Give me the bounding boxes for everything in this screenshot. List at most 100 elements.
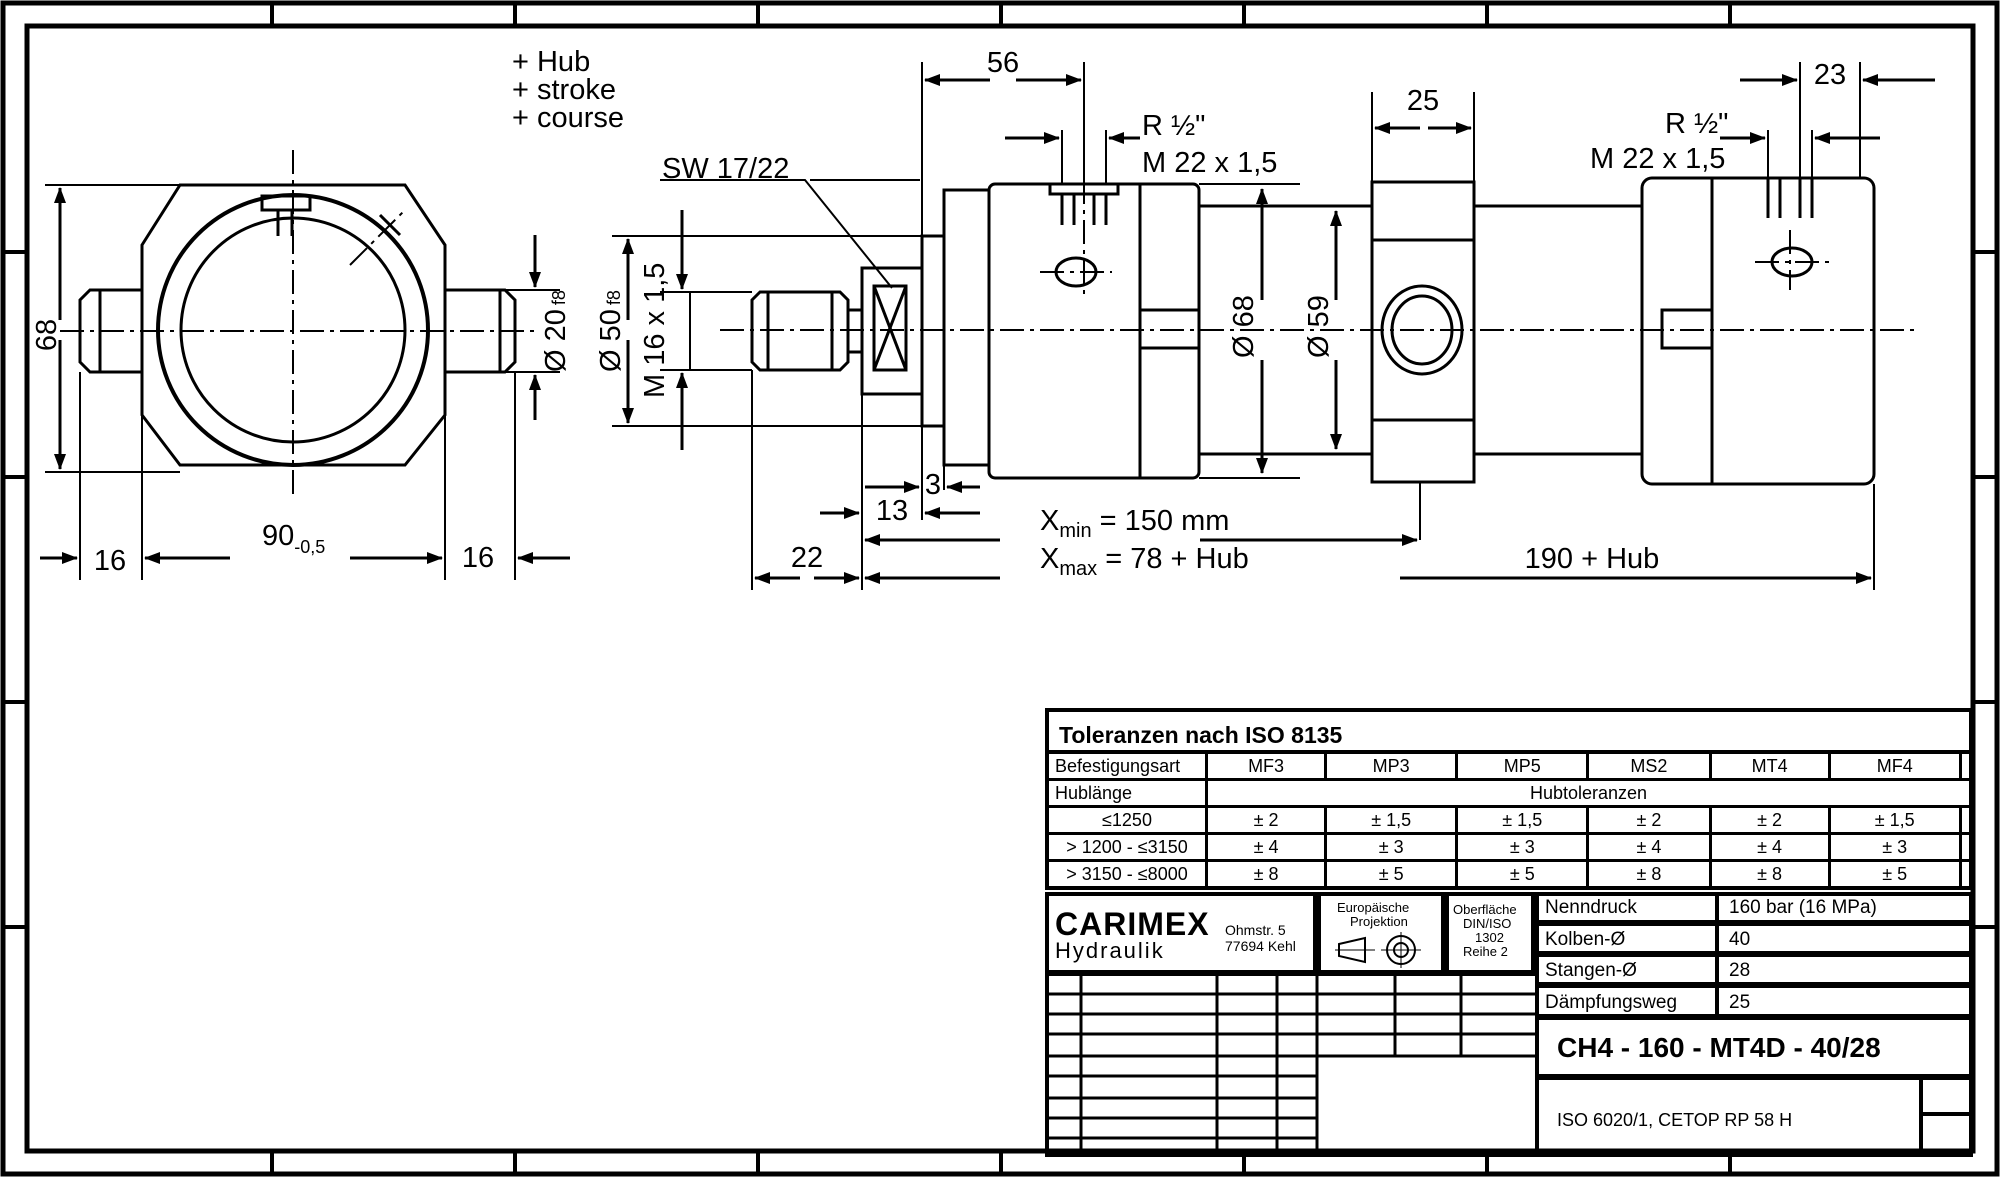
sheet-divider [1919,1112,1973,1116]
mounting-cell: MT4 [1708,750,1831,781]
company-street: Ohmstr. 5 [1225,922,1286,938]
dimension-lines [40,74,1935,584]
value-cell: ± 5 [1827,859,1962,890]
value-cell: ± 5 [1324,859,1459,890]
value-cell: ± 3 [1324,832,1459,862]
table-row: ≤1250 ± 2 ± 1,5 ± 1,5 ± 2 ± 2 ± 1,5 [1045,805,1973,835]
value-cell [1958,805,1973,835]
spec-divider [1715,892,1719,1018]
note-course: + course [512,102,624,134]
value-cell: ± 1,5 [1324,805,1459,835]
dim-port-m-right: M 22 x 1,5 [1590,143,1725,175]
surface-label-1: Oberfläche [1453,902,1517,917]
dim-xmin-rest: = 150 mm [1092,505,1230,537]
dim-dia-68: Ø 68 [1228,295,1260,358]
revision-grid [1045,972,1539,1157]
value-cell: ± 8 [1586,859,1712,890]
dim-dia-20-value: Ø 20 [540,309,572,372]
tolerance-title: Toleranzen nach ISO 8135 [1045,708,1973,750]
value-cell: ± 8 [1204,859,1328,890]
dim-xmax-x: X [1040,543,1059,575]
value-cell: ± 5 [1455,859,1590,890]
dim-port-r-right: R ½" [1665,108,1728,140]
value-cell: ± 3 [1455,832,1590,862]
value-cell: ± 2 [1708,805,1831,835]
dim-port-r-left: R ½" [1142,110,1205,142]
dim-68-end: 68 [31,319,63,351]
range-cell: > 3150 - ≤8000 [1045,859,1208,890]
surface-label-2: DIN/ISO [1463,916,1512,931]
dim-thread: M 16 x 1,5 [639,263,671,398]
projection-symbol-icon [1335,932,1421,968]
value-cell: ± 4 [1708,832,1831,862]
spec-label: Nenndruck [1545,897,1637,918]
range-cell: > 1200 - ≤3150 [1045,832,1208,862]
mounting-header-row: Befestigungsart MF3 MP3 MP5 MS2 MT4 MF4 [1045,750,1973,781]
surface-label-4: Reihe 2 [1463,944,1508,959]
mounting-cell [1958,750,1973,781]
range-cell: ≤1250 [1045,805,1208,835]
mounting-label: Befestigungsart [1045,750,1208,781]
projection-label-1: Europäische [1337,900,1410,915]
value-cell: ± 1,5 [1455,805,1590,835]
dim-port-m-left: M 22 x 1,5 [1142,147,1277,179]
value-cell: ± 8 [1708,859,1831,890]
table-row: > 3150 - ≤8000 ± 8 ± 5 ± 5 ± 8 ± 8 ± 5 [1045,859,1973,890]
surface-label-3: 1302 [1475,930,1504,945]
dim-xmax-rest: = 78 + Hub [1097,543,1249,575]
spec-value: 28 [1729,960,1751,981]
mounting-cell: MP5 [1455,750,1590,781]
stroke-tolerance-label: Hubtoleranzen [1205,778,1973,808]
dim-xmax: Xmax = 78 + Hub [1040,543,1249,580]
company-name: CARIMEX [1055,906,1210,942]
stroke-header-row: Hublänge Hubtoleranzen [1045,778,1973,808]
title-lower: CARIMEX Hydraulik Ohmstr. 5 77694 Kehl E… [1045,892,1973,1157]
dim-90: 90-0,5 [262,520,325,557]
value-cell: ± 2 [1586,805,1712,835]
dim-dia-50-fit: f8 [604,290,624,305]
sw-leader [660,179,893,289]
dim-xmin-x: X [1040,505,1059,537]
extension-lines [45,62,1875,590]
dim-16-left: 16 [94,545,126,577]
dim-16-right: 16 [462,542,494,574]
dim-xmin-sub: min [1059,520,1091,542]
dim-13: 13 [876,495,908,527]
dim-190: 190 + Hub [1525,543,1660,575]
dim-90-value: 90 [262,520,294,552]
part-number: CH4 - 160 - MT4D - 40/28 [1557,1032,1881,1063]
dim-dia-59: Ø 59 [1303,295,1335,358]
company-sub: Hydraulik [1055,938,1165,963]
value-cell: ± 4 [1204,832,1328,862]
mounting-cell: MP3 [1324,750,1459,781]
spec-value: 25 [1729,992,1751,1013]
spec-value: 40 [1729,929,1751,950]
value-cell: ± 2 [1204,805,1328,835]
sheet-box [1919,1076,1973,1157]
dim-dia-20-fit: f8 [549,290,569,305]
value-cell [1958,859,1973,890]
spec-label: Kolben-Ø [1545,929,1626,950]
dim-3: 3 [925,469,941,501]
dim-sw: SW 17/22 [662,153,789,185]
spec-label: Stangen-Ø [1545,960,1637,981]
note-stroke: + stroke [512,74,616,106]
projection-label-2: Projektion [1350,914,1408,929]
title-block: Toleranzen nach ISO 8135 Befestigungsart… [1045,708,1973,1157]
note-hub: + Hub [512,46,590,78]
dim-xmax-sub: max [1059,558,1097,580]
dim-dia-50-value: Ø 50 [595,309,627,372]
standard-text: ISO 6020/1, CETOP RP 58 H [1557,1110,1793,1130]
dim-22: 22 [791,542,823,574]
table-row: > 1200 - ≤3150 ± 4 ± 3 ± 3 ± 4 ± 4 ± 3 [1045,832,1973,862]
dim-56: 56 [987,47,1019,79]
spec-label: Dämpfungsweg [1545,992,1678,1013]
dim-25: 25 [1407,85,1439,117]
mounting-cell: MS2 [1586,750,1712,781]
dim-dia-50: Ø 50 f8 [595,290,627,372]
value-cell: ± 3 [1827,832,1962,862]
stroke-label: Hublänge [1045,778,1208,808]
value-cell: ± 4 [1586,832,1712,862]
company-city: 77694 Kehl [1225,938,1296,954]
